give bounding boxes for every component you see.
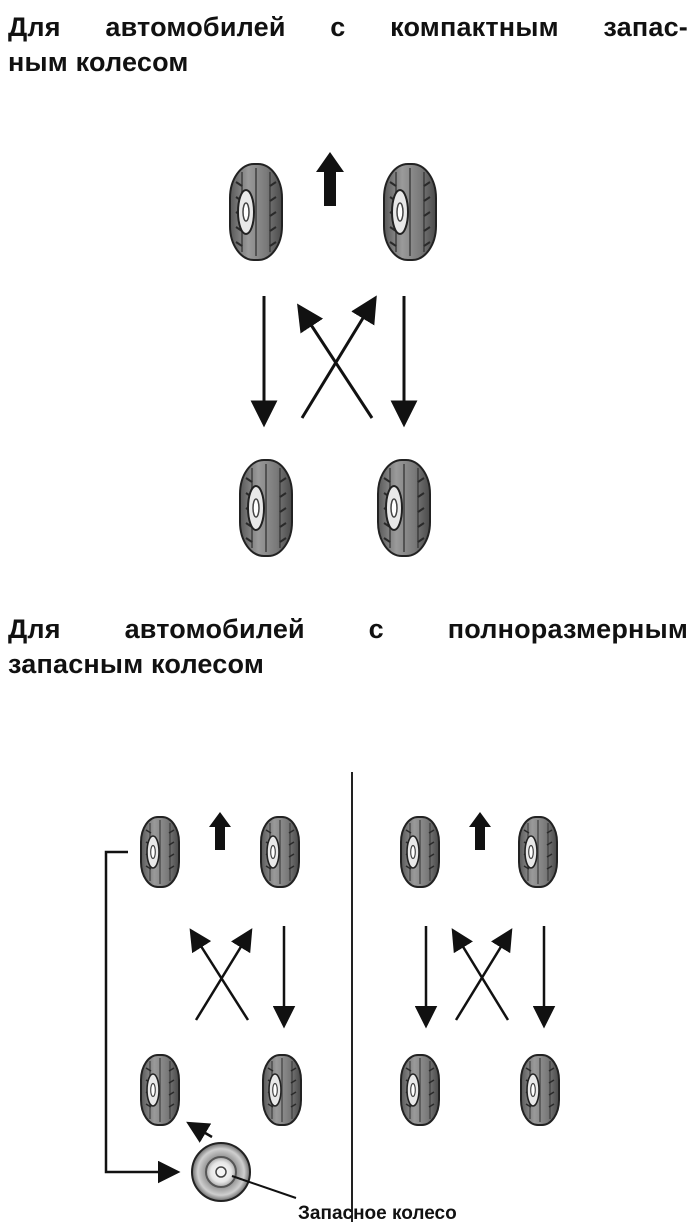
rotation-arrow-spare-to-rear-left: [186, 1121, 213, 1143]
full-spare-heading-line1: Для автомобилей с полноразмерным: [8, 614, 688, 644]
full-spare-heading: Для автомобилей с полноразмерным запасны…: [8, 612, 688, 682]
rotation-arrow-rear-right-to-front-left: [189, 928, 250, 1021]
full-spare-heading-line2: запасным колесом: [8, 649, 265, 679]
compact-rotation-diagram: [229, 152, 437, 557]
compact-spare-heading-line1: Для автомобилей с компактным запас-: [8, 12, 688, 42]
front-right-tire-icon: [383, 163, 437, 261]
forward-arrow-icon: [469, 812, 491, 850]
compact-spare-heading: Для автомобилей с компактным запас- ным …: [8, 10, 688, 80]
rear-left-tire-icon: [239, 459, 293, 557]
spare-tire-icon: [191, 1142, 251, 1202]
forward-arrow-icon: [316, 152, 344, 206]
spare-label-leader-line: [231, 1175, 297, 1199]
front-left-tire-icon: [229, 163, 283, 261]
rear-left-tire-icon: [400, 1054, 440, 1126]
rotation-arrow-rear-left-to-front-right: [194, 928, 253, 1021]
forward-arrow-icon: [209, 812, 231, 850]
spare-tire-label: Запасное колесо: [298, 1203, 457, 1224]
rotation-arrow-front-left-to-spare: [104, 850, 181, 1184]
rotation-arrow-rear-left-to-front-right: [300, 295, 377, 419]
front-left-tire-icon: [400, 816, 440, 888]
rotation-arrow-rear-left-to-front-right: [454, 928, 513, 1021]
full-spare-rotation-diagram-left: Запасное колесо: [104, 812, 457, 1224]
rear-right-tire-icon: [262, 1054, 302, 1126]
front-right-tire-icon: [518, 816, 558, 888]
rear-right-tire-icon: [520, 1054, 560, 1126]
rear-left-tire-icon: [140, 1054, 180, 1126]
compact-spare-heading-line2: ным колесом: [8, 47, 189, 77]
front-left-tire-icon: [140, 816, 180, 888]
rotation-arrow-rear-right-to-front-left: [451, 928, 510, 1021]
front-right-tire-icon: [260, 816, 300, 888]
full-spare-rotation-diagram-right: [400, 812, 560, 1126]
rear-right-tire-icon: [377, 459, 431, 557]
